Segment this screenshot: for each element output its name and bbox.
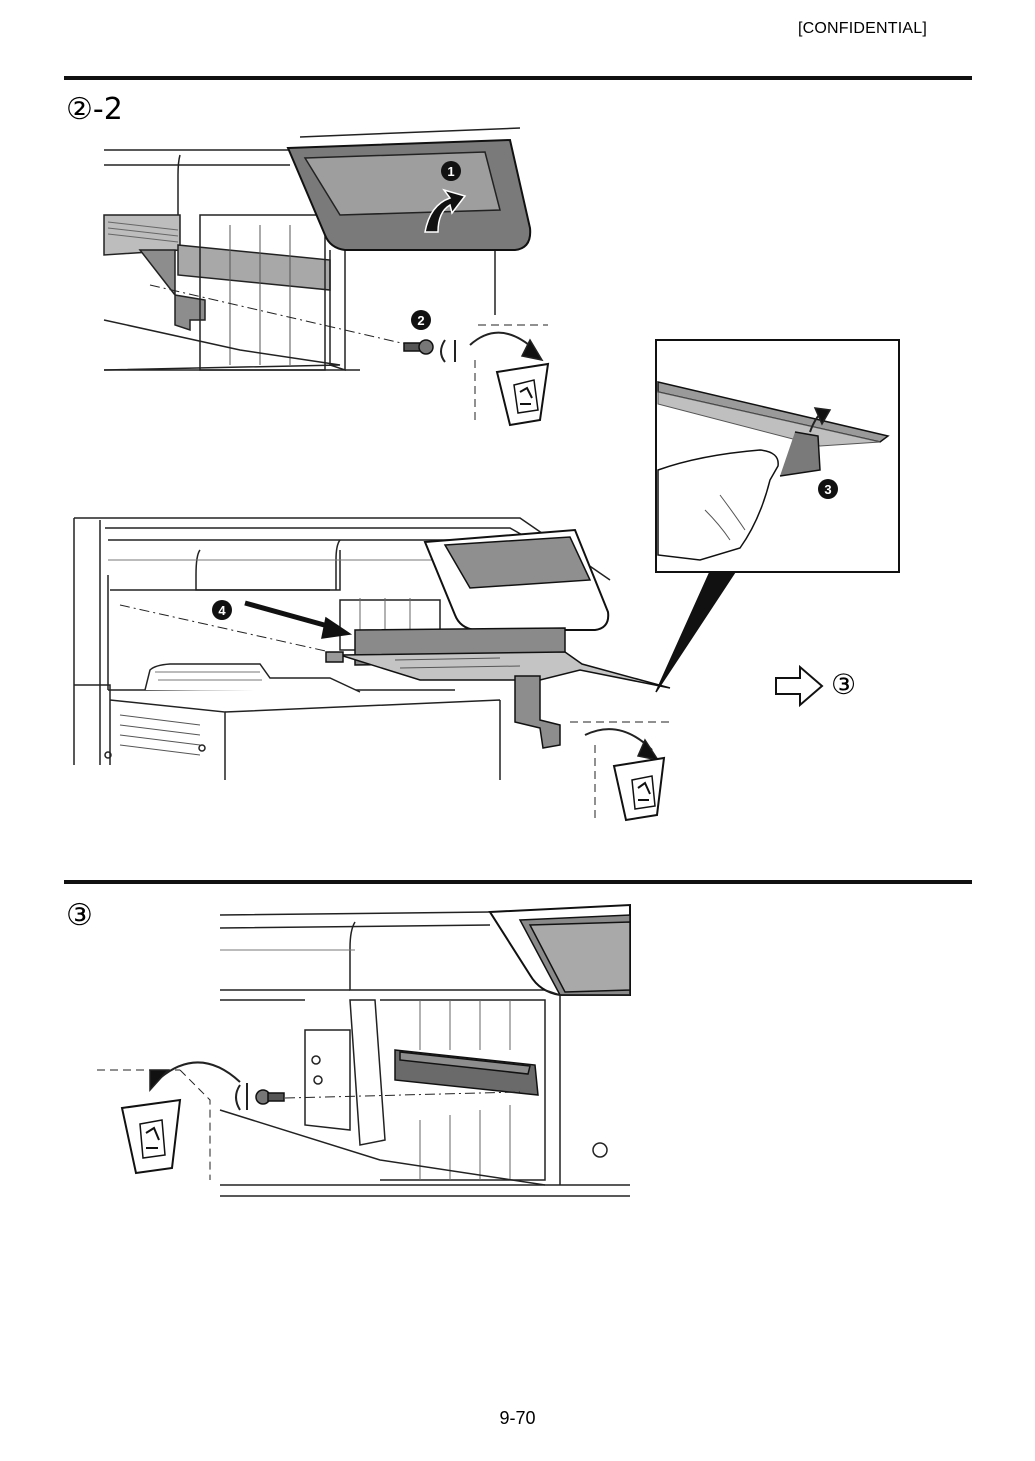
- recycle-bin-icon: [495, 362, 550, 427]
- callout-markers: [212, 161, 838, 620]
- recycle-bin-icon: [612, 756, 666, 822]
- next-step-label: ③: [831, 668, 857, 701]
- outline-arrow-right-icon: [775, 664, 824, 708]
- svg-text:1: 1: [447, 164, 454, 179]
- section-divider-bottom: [64, 880, 972, 884]
- svg-text:2: 2: [417, 313, 424, 328]
- section-divider-top: [64, 76, 972, 80]
- svg-text:3: 3: [824, 482, 831, 497]
- recycle-bin-icon: [120, 1098, 182, 1175]
- svg-text:4: 4: [218, 603, 226, 618]
- step-label-2-2: ②-2: [66, 92, 123, 127]
- confidential-label: [CONFIDENTIAL]: [798, 20, 928, 37]
- page-number: 9-70: [499, 1408, 536, 1428]
- step-label-3: ③: [66, 898, 93, 933]
